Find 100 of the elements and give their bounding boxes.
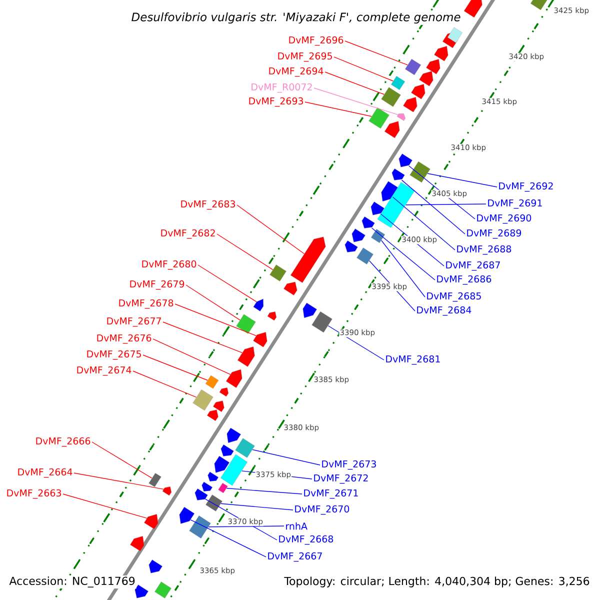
gene-box	[206, 494, 222, 512]
gene-segment	[411, 84, 426, 100]
leader-line	[334, 56, 394, 82]
gene-box	[391, 76, 406, 90]
gene-box	[189, 516, 211, 538]
gene-segment	[362, 216, 375, 228]
leader-line	[371, 228, 436, 280]
gene-box	[371, 229, 386, 243]
leader-line	[236, 204, 305, 254]
gene-segment	[284, 282, 298, 296]
gene-label: DvMF_2695	[278, 52, 332, 62]
gene-segment	[134, 584, 148, 598]
gene-box	[377, 182, 415, 228]
gene-segment	[207, 410, 218, 421]
gene-label: DvMF_2693	[249, 97, 304, 107]
gene-box	[270, 264, 286, 282]
gene-box	[405, 58, 422, 76]
gene-segment	[214, 456, 230, 473]
leader-line	[401, 180, 466, 234]
gene-label: DvMF_2676	[97, 334, 152, 344]
gene-segment	[148, 560, 162, 574]
gene-segment	[392, 168, 405, 180]
leader-line	[190, 519, 266, 558]
gene-label: DvMF_2684	[417, 306, 472, 316]
gene-label: DvMF_2682	[161, 229, 215, 239]
gene-label: DvMF_2663	[7, 489, 62, 499]
gene-segment	[253, 298, 264, 312]
gene-label: DvMF_2680	[142, 260, 196, 270]
gene-box	[410, 161, 430, 183]
gene-label: DvMF_2694	[269, 67, 324, 77]
leader-line	[198, 264, 257, 302]
leader-line	[186, 284, 240, 320]
gene-label: DvMF_2674	[77, 366, 132, 376]
gene-segment	[144, 514, 158, 530]
gene-segment	[426, 59, 440, 74]
gene-segment	[370, 202, 384, 216]
gene-box	[205, 375, 219, 389]
gene-segment	[226, 428, 241, 443]
gene-segment	[267, 312, 276, 321]
title: Desulfovibrio vulgaris str. 'Miyazaki F', complete genome	[130, 10, 462, 26]
gene-label: DvMF_2681	[386, 355, 440, 365]
gene-segment	[419, 71, 434, 86]
gene-label: DvMF_2667	[268, 552, 322, 562]
gene-segment	[194, 488, 208, 500]
leader-line	[132, 370, 197, 398]
leader-line	[174, 304, 256, 336]
gene-box	[218, 482, 228, 494]
leader-line	[208, 526, 284, 528]
leader-line	[152, 338, 231, 375]
leader-line	[304, 102, 372, 117]
gene-label: DvMF_2686	[437, 275, 492, 285]
gene-segment	[464, 0, 482, 18]
gene-segment	[344, 240, 358, 252]
accession-text: Accession: NC_011769	[8, 576, 136, 588]
leader-line	[252, 449, 320, 466]
leader-line	[324, 72, 384, 95]
gene-label: DvMF_2675	[87, 350, 141, 360]
gene-segment	[219, 388, 228, 397]
gene-label: DvMF_2690	[477, 214, 532, 224]
gene-segment	[179, 506, 194, 524]
gene-label: DvMF_2668	[279, 535, 334, 545]
gene-box	[235, 438, 255, 458]
gene-segment	[434, 46, 448, 62]
leader-line	[74, 472, 164, 490]
leader-line	[328, 325, 384, 360]
gene-label: DvMF_2670	[295, 505, 350, 515]
gene-box	[236, 314, 256, 334]
gene-label: DvMF_2691	[488, 199, 542, 209]
gene-label: DvMF_2671	[304, 489, 358, 499]
gene-segment	[398, 154, 412, 168]
gene-segment	[208, 472, 218, 482]
gene-label: DvMF_2678	[119, 299, 174, 309]
gene-segment	[238, 346, 255, 367]
gene-segment	[302, 302, 317, 318]
leader-line	[381, 240, 426, 298]
gene-box	[381, 87, 401, 107]
gene-label: DvMF_2692	[499, 182, 553, 192]
gene-segment	[352, 228, 366, 242]
gene-segment	[226, 369, 242, 388]
gene-segment	[403, 97, 418, 112]
gene-label: DvMF_2677	[107, 317, 161, 327]
leader-line	[226, 488, 302, 494]
gene-box	[356, 248, 374, 264]
gene-box	[448, 27, 463, 43]
gene-label: DvMF_2688	[457, 245, 512, 255]
gene-label: DvMF_R0072	[252, 83, 312, 93]
gene-box	[368, 107, 390, 129]
gene-label: DvMF_2685	[427, 292, 481, 302]
leader-line	[162, 322, 242, 354]
gene-segment	[253, 332, 268, 348]
gene-label: DvMF_2673	[322, 460, 376, 470]
leader-line	[220, 503, 294, 510]
leader-line	[314, 88, 398, 116]
gene-label: DvMF_2689	[467, 229, 522, 239]
leader-line	[392, 196, 456, 250]
gene-label: DvMF_2696	[289, 36, 344, 46]
leader-line	[405, 204, 486, 206]
gene-segment	[130, 536, 144, 552]
gene-label: DvMF_2683	[181, 200, 236, 210]
gene-label: rnhA	[286, 522, 308, 530]
